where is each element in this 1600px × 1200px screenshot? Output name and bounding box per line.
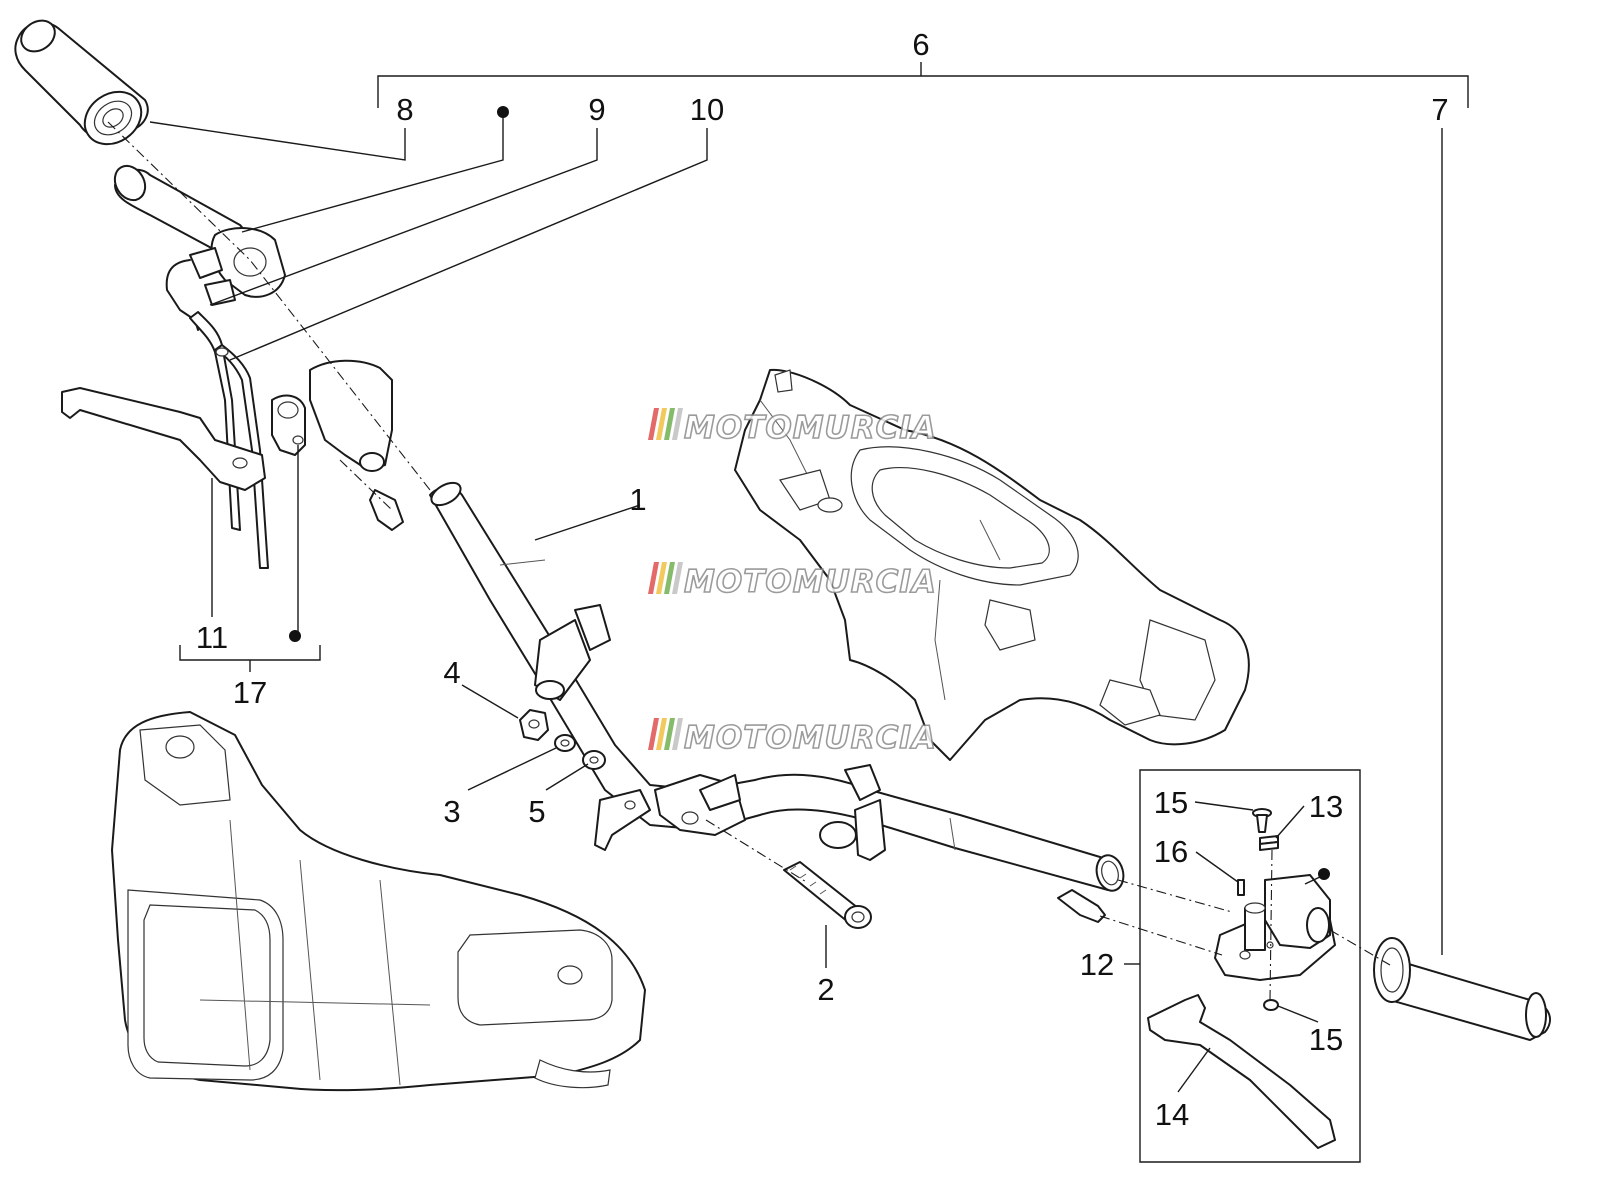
watermark-text: MOTOMURCIA [684,720,937,756]
throttle-grip [113,164,286,331]
callout-1: 1 [629,482,646,517]
callout-4: 4 [443,655,460,690]
rear-handlebar-cover [734,368,1250,761]
watermark-text: MOTOMURCIA [684,564,937,600]
pin-part-16 [1237,879,1245,896]
right-lever-bracket [1214,874,1336,981]
screw-part-15-top [1252,808,1272,833]
master-cylinder [271,359,404,531]
watermark-stripe [648,562,659,594]
bullet-markers [289,106,1330,880]
watermark-group: MOTOMURCIA MOTOMURCIA MOTOMURCIA [648,408,937,757]
callout-15-bottom: 15 [1309,1022,1343,1057]
watermark-text: MOTOMURCIA [684,410,937,446]
bullet-dot-top [497,106,509,118]
washer-part-5 [582,750,606,770]
left-grip [14,19,149,146]
spring-part-13 [1259,835,1279,851]
watermark-stripe [664,408,675,440]
callout-15-top: 15 [1154,785,1188,820]
callout-11: 11 [196,620,228,655]
callout-16: 16 [1154,834,1188,869]
callout-5: 5 [528,794,545,829]
bullet-dot-right [1318,868,1330,880]
callout-8: 8 [396,92,413,127]
watermark-1: MOTOMURCIA [648,408,937,447]
watermark-stripe [656,718,667,750]
callout-6: 6 [912,27,929,62]
handlebar-tube [429,481,1125,892]
callout-17: 17 [233,675,267,710]
callout-3: 3 [443,794,460,829]
front-handlebar-cover [111,711,646,1092]
callout-14: 14 [1155,1097,1189,1132]
switch-sensor [1057,889,1106,923]
callout-7: 7 [1431,92,1448,127]
washer-part-3 [554,734,576,752]
bolt-part-2 [783,861,872,929]
right-grip [1373,937,1551,1041]
callout-2: 2 [817,972,834,1007]
watermark-stripe [672,562,683,594]
callout-12: 12 [1080,947,1114,982]
watermark-stripe [656,408,667,440]
watermark-stripe [648,718,659,750]
callout-13: 13 [1309,789,1343,824]
watermark-stripe [656,562,667,594]
bullet-dot-left [289,630,301,642]
watermark-stripe [672,408,683,440]
watermark-stripe [648,408,659,440]
nut-part-4 [519,709,549,741]
callout-10: 10 [690,92,724,127]
watermark-stripe [664,562,675,594]
washer-part-15-bottom [1263,999,1279,1011]
callout-labels: 6 8 9 10 7 1 4 3 5 2 11 17 12 15 13 16 1… [196,27,1449,1132]
callout-9: 9 [588,92,605,127]
left-brake-lever [61,387,266,491]
watermark-stripe [664,718,675,750]
watermark-2: MOTOMURCIA [648,562,937,601]
leader-lines [149,62,1469,1163]
watermark-3: MOTOMURCIA [648,718,937,757]
right-brake-lever-part-14 [1147,994,1336,1149]
watermark-stripe [672,718,683,750]
